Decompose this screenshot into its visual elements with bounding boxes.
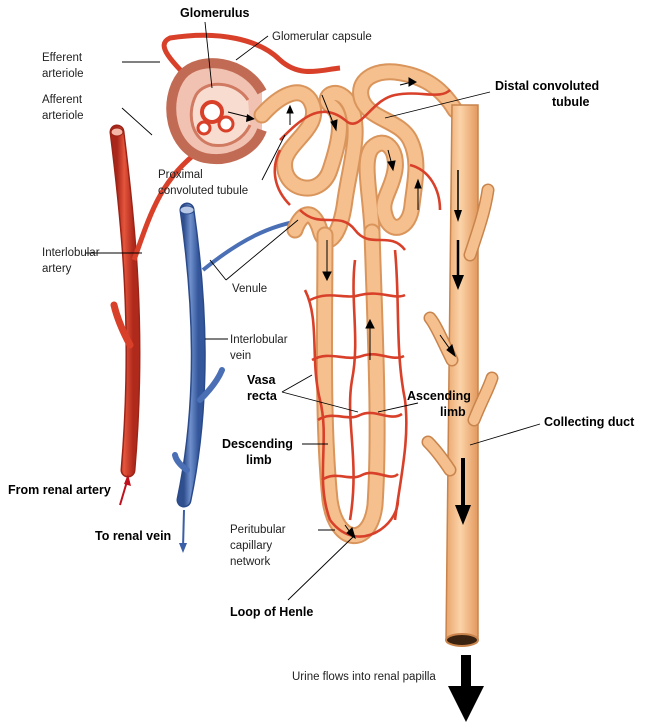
label-proximal-2: convoluted tubule [158, 185, 248, 197]
label-peritubular-3: network [230, 556, 271, 568]
label-interlobular-vein-1: Interlobular [230, 334, 288, 346]
label-collecting-duct: Collecting duct [544, 415, 635, 429]
label-ascending-2: limb [440, 405, 466, 419]
collecting-duct [421, 104, 499, 722]
label-loop-of-henle: Loop of Henle [230, 605, 313, 619]
label-peritubular-1: Peritubular [230, 524, 286, 536]
labels: Glomerulus Glomerular capsule Efferent a… [8, 6, 635, 683]
label-efferent-2: arteriole [42, 68, 84, 80]
label-interlobular-artery-1: Interlobular [42, 247, 100, 259]
label-descending-1: Descending [222, 437, 293, 451]
glomerular-capsule [166, 58, 267, 165]
label-afferent-1: Afferent [42, 94, 83, 106]
label-to-renal-vein: To renal vein [95, 529, 171, 543]
leader-lines [86, 21, 541, 601]
label-descending-2: limb [246, 453, 272, 467]
label-interlobular-artery-2: artery [42, 263, 72, 275]
convoluted-tubules [253, 63, 464, 249]
label-glomerulus: Glomerulus [180, 6, 250, 20]
renal-arrows [119, 474, 187, 553]
flow-arrows [286, 77, 456, 540]
label-glomerular-capsule: Glomerular capsule [272, 31, 372, 43]
label-afferent-2: arteriole [42, 110, 84, 122]
label-urine-flow: Urine flows into renal papilla [292, 671, 436, 683]
label-proximal-1: Proximal [158, 169, 203, 181]
label-from-renal-artery: From renal artery [8, 483, 111, 497]
interlobular-vein [172, 202, 306, 508]
peritubular-capillary-network [273, 88, 451, 538]
label-distal-1: Distal convoluted [495, 79, 599, 93]
label-venule: Venule [232, 283, 267, 295]
label-distal-2: tubule [552, 95, 590, 109]
label-peritubular-2: capillary [230, 540, 272, 552]
label-vasa-recta-1: Vasa [247, 373, 277, 387]
label-ascending-1: Ascending [407, 389, 471, 403]
label-efferent-1: Efferent [42, 52, 83, 64]
label-vasa-recta-2: recta [247, 389, 278, 403]
label-interlobular-vein-2: vein [230, 350, 251, 362]
